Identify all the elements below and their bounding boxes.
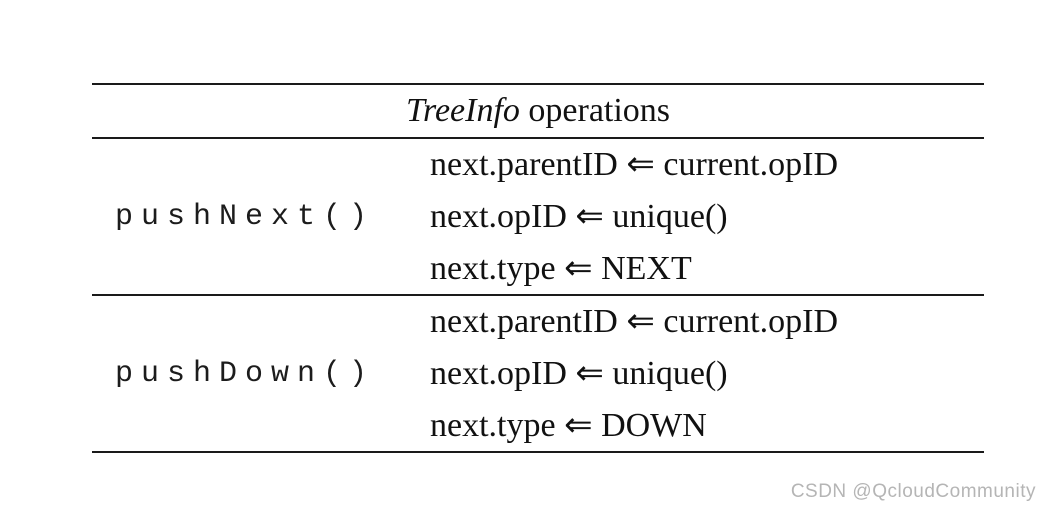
table-header-row: TreeInfo operations xyxy=(92,85,984,139)
table-row-pushdown: pushDown() next.parentID ⇐ current.opID … xyxy=(92,296,984,451)
effect-line: next.parentID ⇐ current.opID xyxy=(430,302,838,340)
table-title-rest: operations xyxy=(519,92,671,129)
operation-name-pushdown: pushDown() xyxy=(115,356,376,391)
effect-line: next.parentID ⇐ current.opID xyxy=(430,145,838,183)
table-row-pushnext: pushNext() next.parentID ⇐ current.opID … xyxy=(92,139,984,296)
operation-name-pushnext: pushNext() xyxy=(115,199,376,234)
treeinfo-operations-table: TreeInfo operations pushNext() next.pare… xyxy=(92,83,984,453)
operation-effects-pushnext: next.parentID ⇐ current.opID next.opID ⇐… xyxy=(430,139,984,294)
effect-line: next.type ⇐ NEXT xyxy=(430,249,692,287)
table-title-italic: TreeInfo xyxy=(405,92,520,129)
watermark: CSDN @QcloudCommunity xyxy=(790,481,1036,502)
effect-line: next.type ⇐ DOWN xyxy=(430,406,707,444)
operation-effects-pushdown: next.parentID ⇐ current.opID next.opID ⇐… xyxy=(430,296,984,451)
effect-line: next.opID ⇐ unique() xyxy=(430,197,728,235)
effect-line: next.opID ⇐ unique() xyxy=(430,354,728,392)
